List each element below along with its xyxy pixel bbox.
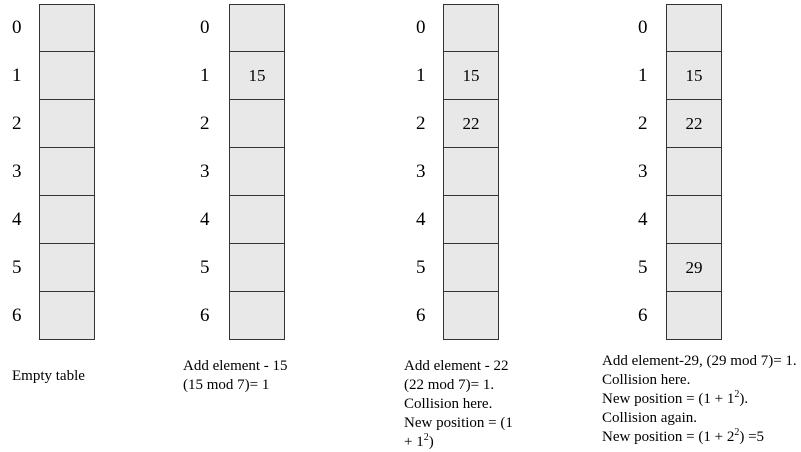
table-column: 15 [229,4,285,340]
index-4: 4 [416,209,426,230]
table-column: 15 22 [443,4,499,340]
superscript: 2 [734,427,740,438]
index-3: 3 [200,161,210,182]
caption-add-29: Add element-29, (29 mod 7)= 1. Collision… [602,352,797,447]
index-2: 2 [416,113,426,134]
caption-line: + 12) [404,433,513,452]
table-cell [39,292,95,340]
table-cell [39,196,95,244]
superscript: 2 [734,389,740,400]
index-1: 1 [638,65,648,86]
table-cell: 15 [229,52,285,100]
table-cell: 22 [443,100,499,148]
table-cell [443,196,499,244]
index-5: 5 [12,257,22,278]
table-cell [666,196,722,244]
superscript: 2 [423,432,429,443]
table-cell [443,244,499,292]
index-3: 3 [416,161,426,182]
table-cell [39,244,95,292]
index-1: 1 [12,65,22,86]
table-cell [666,292,722,340]
caption-line: New position = (1 + 12). [602,390,797,409]
caption-line: (15 mod 7)= 1 [183,377,270,393]
caption-line: Add element - 15 [183,358,288,374]
index-4: 4 [200,209,210,230]
table-cell [229,292,285,340]
index-6: 6 [200,305,210,326]
index-6: 6 [638,305,648,326]
index-1: 1 [200,65,210,86]
caption-line: Add element - 22 [404,358,509,374]
index-2: 2 [12,113,22,134]
index-4: 4 [638,209,648,230]
index-0: 0 [638,17,648,38]
table-cell: 15 [666,52,722,100]
index-5: 5 [416,257,426,278]
caption-empty-table: Empty table [12,367,85,386]
caption-text: New position = (1 + 1 [602,391,735,407]
index-4: 4 [12,209,22,230]
index-5: 5 [638,257,648,278]
index-1: 1 [416,65,426,86]
caption-line: Add element-29, (29 mod 7)= 1. [602,353,797,369]
index-0: 0 [200,17,210,38]
table-cell: 15 [443,52,499,100]
caption-text: ) [428,434,434,450]
table-cell: 22 [666,100,722,148]
table-cell [229,196,285,244]
table-cell: 29 [666,244,722,292]
table-cell [229,244,285,292]
index-3: 3 [638,161,648,182]
index-0: 0 [416,17,426,38]
caption-add-15: Add element - 15 (15 mod 7)= 1 [183,357,288,395]
table-cell [666,148,722,196]
index-5: 5 [200,257,210,278]
table-cell [39,148,95,196]
table-column: 15 22 29 [666,4,722,340]
caption-text: + 1 [404,434,424,450]
table-cell [229,100,285,148]
caption-line: New position = (1 + 22) =5 [602,428,797,447]
caption-text: ). [739,391,749,407]
caption-line: Collision again. [602,410,697,426]
index-2: 2 [638,113,648,134]
caption-line: (22 mod 7)= 1. [404,377,495,393]
table-cell [666,4,722,52]
index-6: 6 [416,305,426,326]
table-cell [39,100,95,148]
table-cell [443,292,499,340]
table-cell [229,4,285,52]
table-cell [39,4,95,52]
caption-text: ) =5 [739,429,765,445]
caption-line: New position = (1 [404,415,513,431]
table-cell [39,52,95,100]
caption-text: New position = (1 + 2 [602,429,735,445]
index-3: 3 [12,161,22,182]
index-2: 2 [200,113,210,134]
caption-add-22: Add element - 22 (22 mod 7)= 1. Collisio… [404,357,513,452]
caption-line: Empty table [12,368,85,384]
table-cell [443,4,499,52]
index-6: 6 [12,305,22,326]
table-cell [443,148,499,196]
table-column [39,4,95,340]
table-cell [229,148,285,196]
index-0: 0 [12,17,22,38]
caption-line: Collision here. [602,372,691,388]
caption-line: Collision here. [404,396,493,412]
